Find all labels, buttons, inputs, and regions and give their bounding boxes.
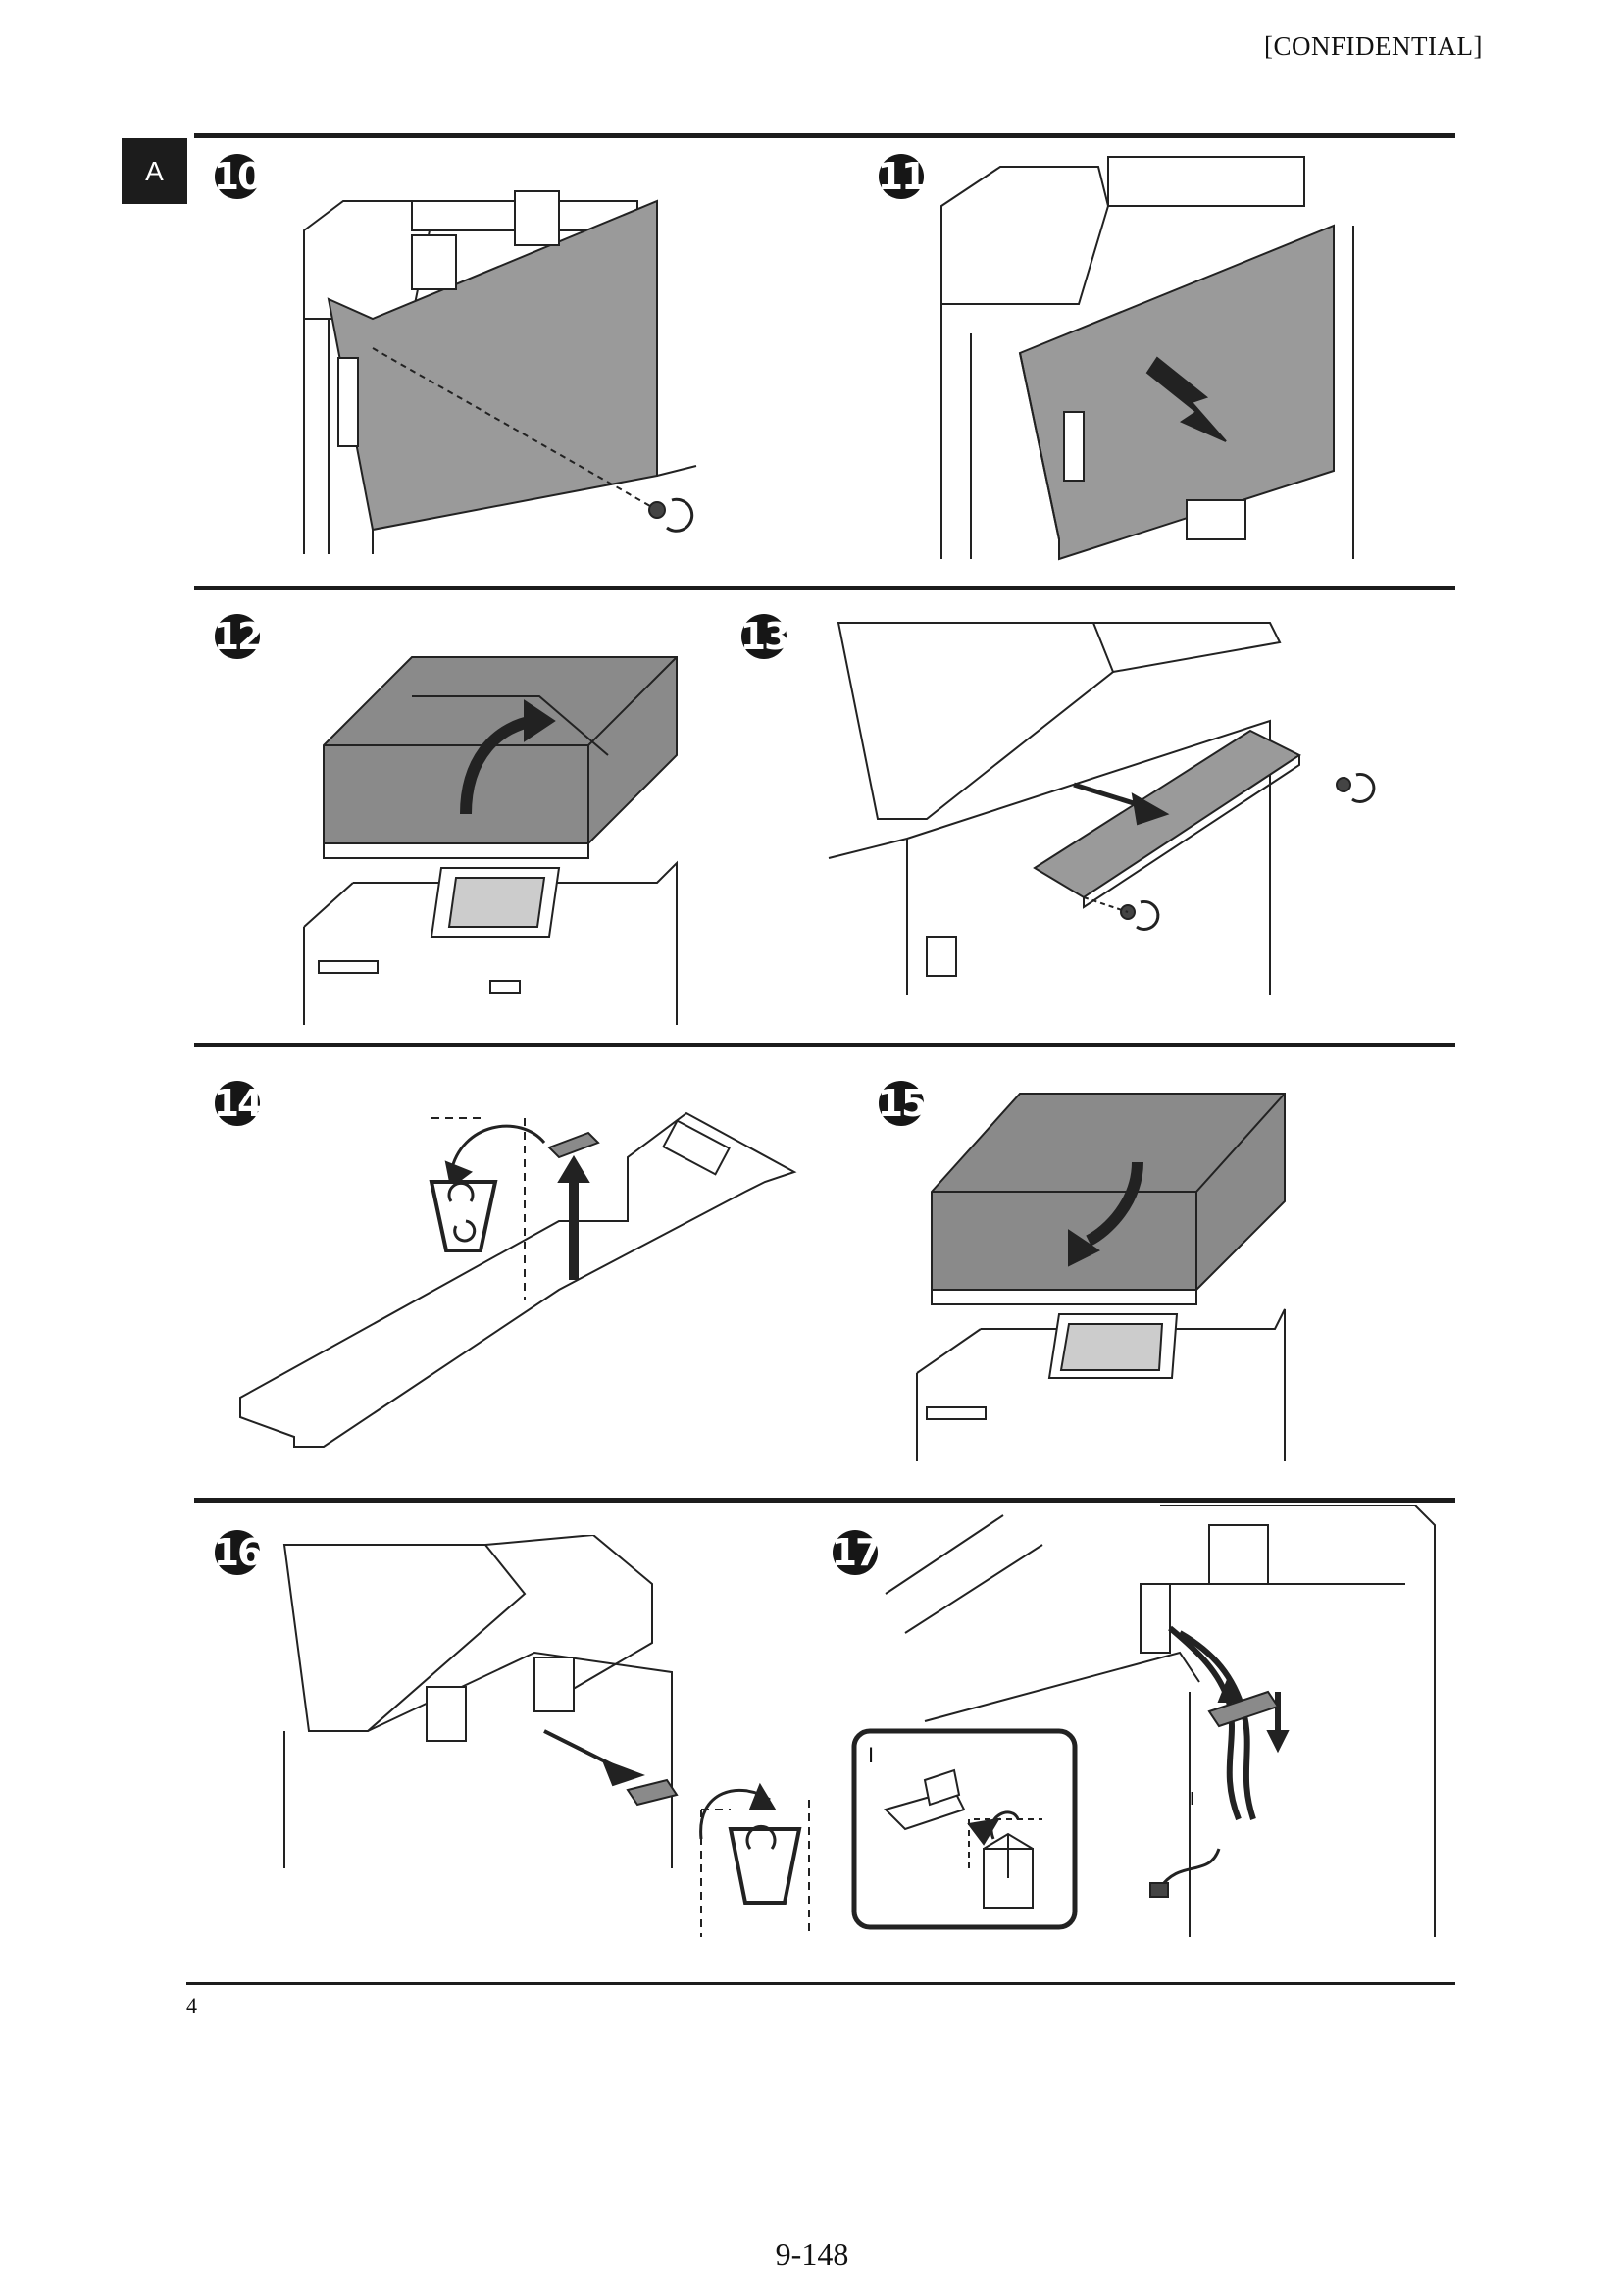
figure-close-feeder (916, 1093, 1286, 1461)
step-number: 13 (739, 614, 789, 659)
part-label: I (1190, 1789, 1194, 1809)
step-number: 10 (213, 154, 263, 199)
footer-note: 4 (186, 1993, 197, 2017)
page-number: 9-148 (775, 2236, 849, 2271)
step-number: 16 (213, 1530, 263, 1575)
figure-remove-cap (282, 1535, 810, 1937)
step-number: 11 (877, 154, 927, 199)
figure-route-cable: I I (851, 1505, 1436, 1937)
figure-remove-side-panel (940, 156, 1354, 561)
confidential-label: [CONFIDENTIAL] (1264, 31, 1483, 61)
inset-label: I (868, 1743, 874, 1767)
row-divider (194, 133, 1455, 138)
section-tab: A (122, 138, 187, 204)
figure-open-feeder (303, 656, 678, 1025)
row-divider (194, 1043, 1455, 1047)
row-divider (194, 1498, 1455, 1503)
step-number: 14 (213, 1081, 263, 1126)
figure-discard-part (239, 1111, 797, 1448)
row-divider (194, 586, 1455, 590)
footer-rule (186, 1982, 1455, 1985)
figure-remove-top-cover (828, 622, 1376, 995)
step-number: 17 (831, 1530, 881, 1575)
figure-remove-screw (303, 190, 697, 554)
step-number: 12 (213, 614, 263, 659)
